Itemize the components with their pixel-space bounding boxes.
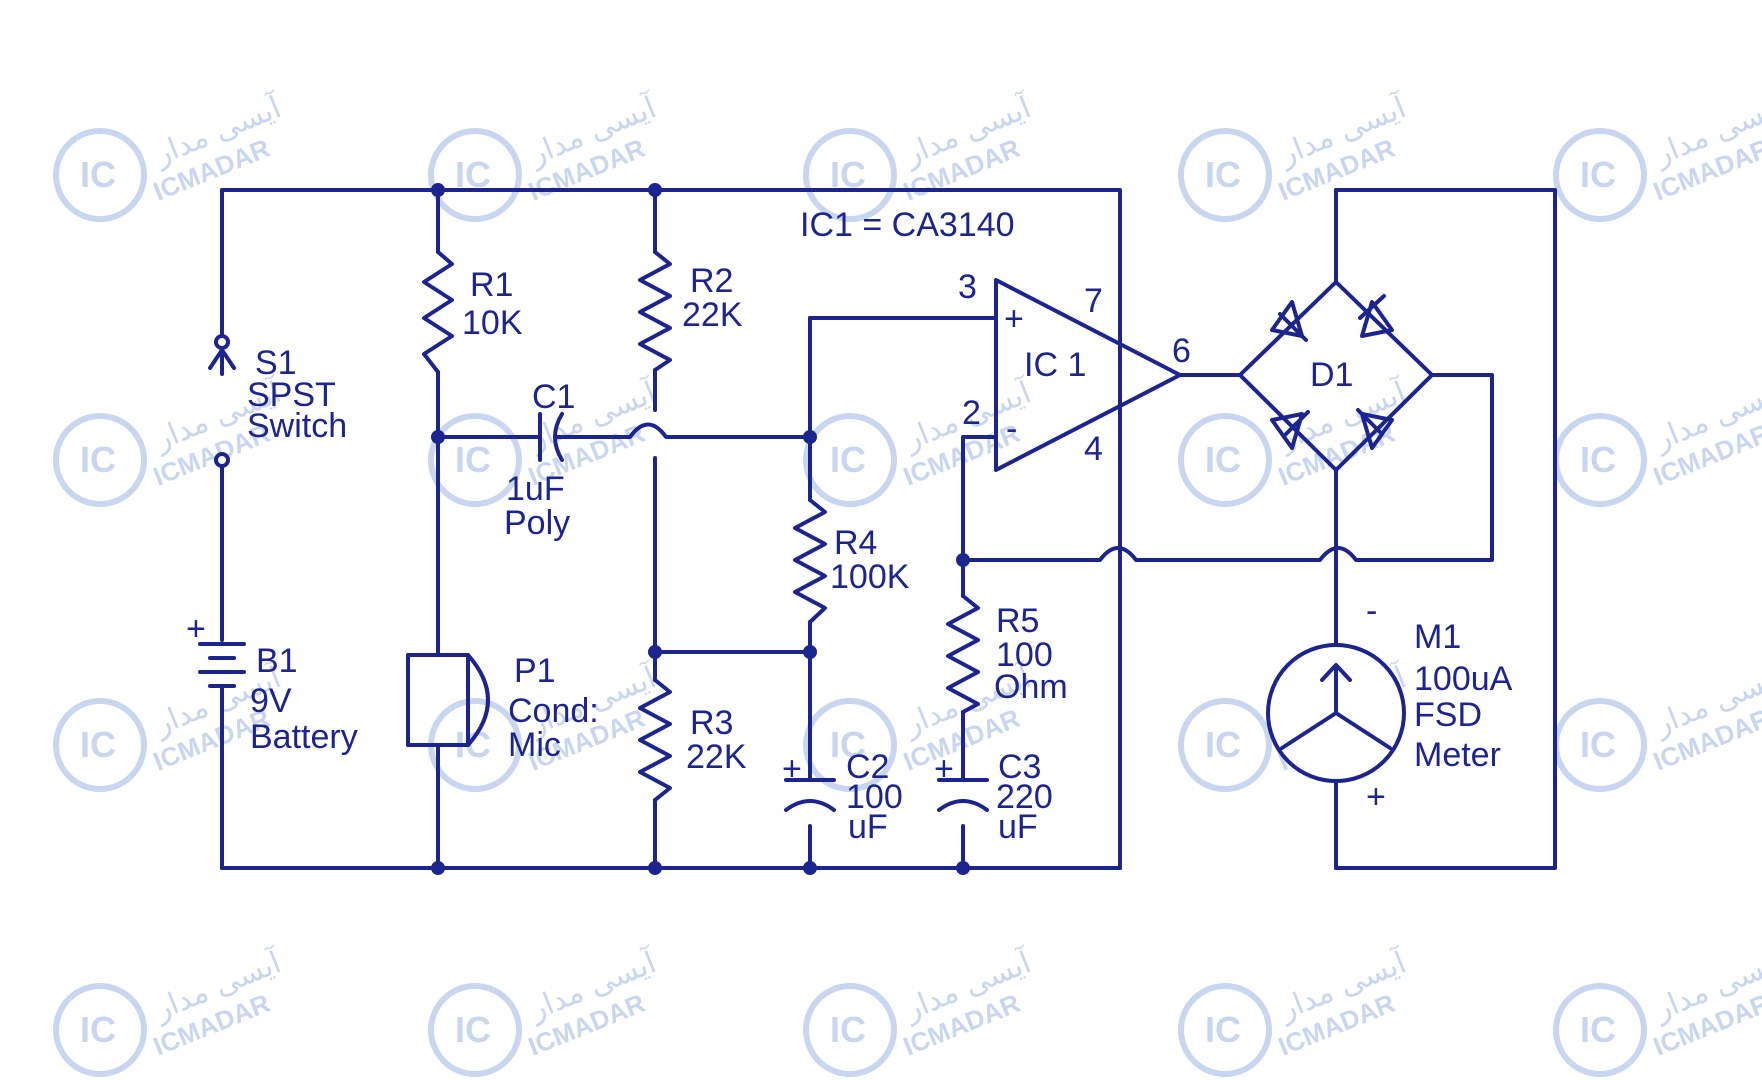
r1-value: 10K [462,304,523,342]
c2-value2: uF [848,808,888,846]
m1-ref: M1 [1414,618,1461,656]
op-amp-ic1 [994,278,1182,472]
b1-desc2: Battery [250,718,358,756]
resistor-r1 [422,250,454,374]
m1-desc1: 100uA [1414,660,1513,698]
capacitor-c3 [937,778,989,812]
p1-desc2: Mic [508,726,561,764]
ic1-plus: + [1004,300,1024,338]
meter-m1 [1266,643,1406,783]
r4-ref: R4 [834,524,877,562]
r4-value: 100K [830,558,910,596]
ic1-ref: IC 1 [1024,346,1086,384]
ic1-pin7: 7 [1084,282,1103,320]
ic1-pin3: 3 [958,268,977,306]
capacitor-c2 [784,778,836,812]
junction-dots [431,183,970,875]
capacitor-c1 [538,412,564,462]
b1-plus: + [186,610,206,648]
c1-value1: 1uF [506,470,565,508]
c2-plus: + [782,750,802,788]
ic1-title: IC1 = CA3140 [800,206,1015,244]
resistor-r5 [946,594,980,714]
s1-ref: S1 [255,344,297,382]
ic1-pin6: 6 [1172,332,1191,370]
r2-ref: R2 [690,262,733,300]
r3-value: 22K [686,738,747,776]
p1-desc1: Cond: [508,692,599,730]
resistor-r3 [638,678,672,802]
c1-value2: Poly [504,504,570,542]
c2-value1: 100 [846,778,903,816]
r3-ref: R3 [690,704,733,742]
c1-ref: C1 [532,378,575,416]
s1-desc2: Switch [247,407,347,445]
bridge-rectifier-d1 [1238,280,1434,472]
s1-desc1: SPST [247,376,336,414]
switch-s1 [208,334,236,468]
m1-desc2: FSD [1414,696,1482,734]
ic1-minus: - [1006,410,1017,448]
resistor-r2 [638,250,672,372]
m1-plus: + [1366,778,1386,816]
c3-value2: uF [998,808,1038,846]
r5-ref: R5 [996,602,1039,640]
r1-ref: R1 [470,266,513,304]
c3-ref: C3 [998,748,1041,786]
m1-minus: - [1366,592,1377,630]
c2-ref: C2 [846,748,889,786]
b1-desc1: 9V [250,682,292,720]
r5-value2: Ohm [994,668,1068,706]
c3-value1: 220 [996,778,1053,816]
c3-plus: + [934,750,954,788]
b1-ref: B1 [256,642,298,680]
r2-value: 22K [682,296,743,334]
ic1-pin2: 2 [962,394,981,432]
resistor-r4 [793,498,827,624]
ic1-pin4: 4 [1084,430,1103,468]
battery-b1 [198,642,246,688]
microphone-p1 [406,653,490,747]
p1-ref: P1 [514,652,556,690]
r5-value1: 100 [996,636,1053,674]
d1-ref: D1 [1310,356,1353,394]
m1-desc3: Meter [1414,736,1501,774]
